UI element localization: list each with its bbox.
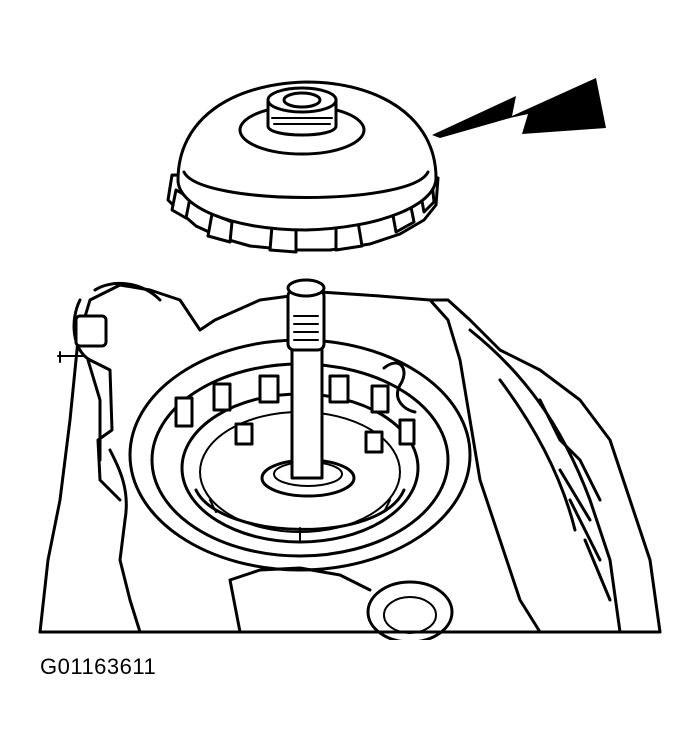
clutch-drum-housing: [128, 338, 472, 572]
transmission-case: [38, 281, 662, 640]
sensor-connector: [74, 314, 108, 348]
drum-clutch-tabs: [174, 374, 416, 454]
arrow-pointer-icon: [432, 78, 606, 138]
transmission-assembly-diagram: [38, 78, 662, 640]
clutch-pack: [166, 80, 440, 254]
input-shaft: [260, 278, 356, 498]
figure-id-label: G01163611: [40, 654, 157, 679]
